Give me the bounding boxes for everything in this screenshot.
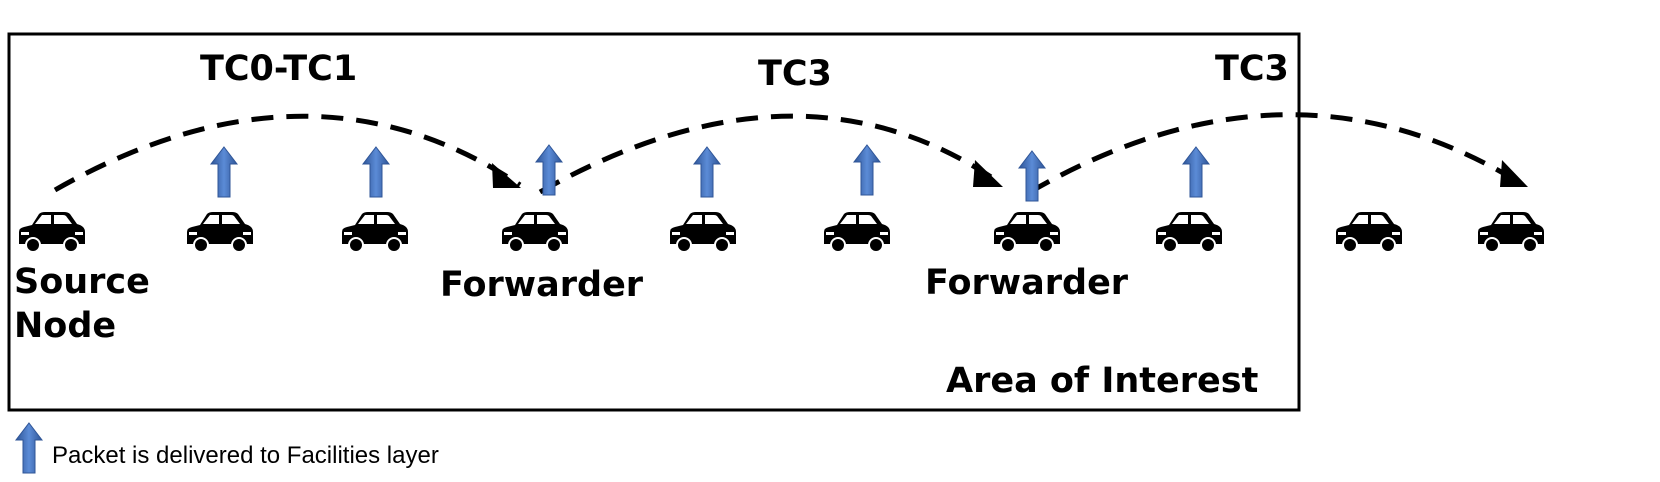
hop-arrowhead-3 <box>1500 160 1528 187</box>
hop-curve-1 <box>53 113 522 193</box>
car-icon <box>994 212 1060 253</box>
source-node-label-line2: Node <box>14 306 116 346</box>
hop-label-1: TC0-TC1 <box>200 49 357 89</box>
car-icon <box>187 212 253 253</box>
delivery-arrow-icon <box>535 144 563 196</box>
car-icon <box>824 212 890 253</box>
delivery-arrow-icon <box>693 146 721 198</box>
hop-label-2: TC3 <box>758 54 832 94</box>
delivery-arrow-icon <box>1182 146 1210 198</box>
hop-curve-2 <box>538 113 1002 195</box>
car-icon <box>19 212 85 253</box>
hop-arrowhead-2 <box>973 160 1003 187</box>
forwarder-label-2: Forwarder <box>925 263 1129 303</box>
car-icon <box>342 212 408 253</box>
car-icon <box>670 212 736 253</box>
delivery-arrow-icon <box>210 146 238 198</box>
source-node-label-line1: Source <box>14 262 150 302</box>
forwarder-label-1: Forwarder <box>440 265 644 305</box>
hop-arrowhead-1 <box>492 163 521 188</box>
car-icon <box>502 212 568 253</box>
car-icon <box>1336 212 1402 253</box>
car-icon <box>1156 212 1222 253</box>
area-of-interest-label: Area of Interest <box>946 361 1258 401</box>
delivery-arrow-icon <box>362 146 390 198</box>
delivery-arrow-icon <box>853 144 881 196</box>
up-arrow-icon <box>15 422 43 474</box>
delivery-arrow-icon <box>1018 150 1046 202</box>
hop-label-3: TC3 <box>1215 49 1289 89</box>
hop-curve-3 <box>1028 112 1522 195</box>
car-icon <box>1478 212 1544 253</box>
legend-text: Packet is delivered to Facilities layer <box>52 442 439 469</box>
area-of-interest-box <box>7 32 1301 412</box>
